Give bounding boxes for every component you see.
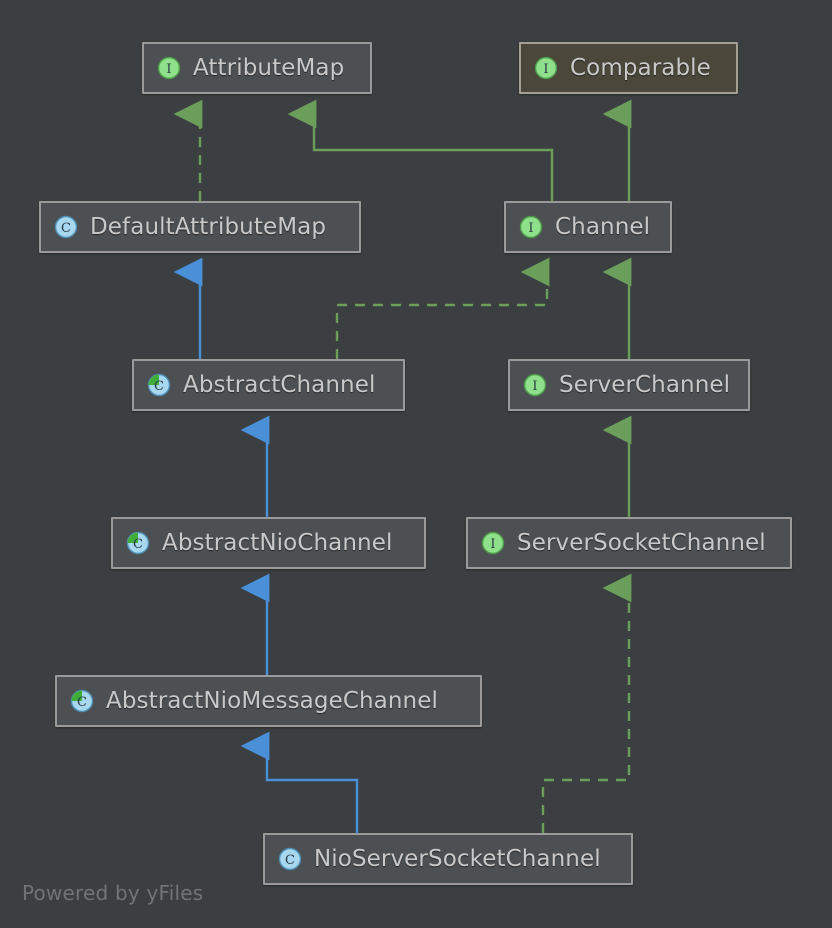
uml-node-label: ServerChannel bbox=[559, 372, 731, 398]
uml-node-defaultAttributeMap[interactable]: C DefaultAttributeMap bbox=[39, 201, 361, 253]
class-icon: C bbox=[277, 846, 303, 872]
uml-node-serverChannel[interactable]: I ServerChannel bbox=[508, 359, 750, 411]
interface-icon: I bbox=[518, 214, 544, 240]
uml-node-abstractNioMessageChannel[interactable]: C AbstractNioMessageChannel bbox=[55, 675, 482, 727]
svg-text:C: C bbox=[285, 853, 295, 868]
svg-text:I: I bbox=[166, 62, 171, 77]
svg-text:C: C bbox=[154, 379, 164, 394]
interface-icon: I bbox=[480, 530, 506, 556]
edge-nioServerSocketChannel-to-serverSocketChannel bbox=[541, 573, 632, 833]
edge-nioServerSocketChannel-to-abstractNioMessageChannel bbox=[240, 731, 359, 833]
svg-text:C: C bbox=[133, 537, 143, 552]
interface-icon: I bbox=[522, 372, 548, 398]
svg-text:C: C bbox=[61, 221, 71, 236]
interface-icon: I bbox=[156, 55, 182, 81]
class-icon: C bbox=[53, 214, 79, 240]
abstract-class-icon: C bbox=[125, 530, 151, 556]
uml-node-channel[interactable]: I Channel bbox=[504, 201, 672, 253]
uml-node-label: NioServerSocketChannel bbox=[314, 846, 601, 872]
uml-node-attributeMap[interactable]: I AttributeMap bbox=[142, 42, 372, 94]
edge-channel-to-attributeMap bbox=[287, 99, 554, 201]
interface-icon: I bbox=[533, 55, 559, 81]
abstract-class-icon: C bbox=[146, 372, 172, 398]
abstract-class-icon: C bbox=[69, 688, 95, 714]
uml-node-abstractChannel[interactable]: C AbstractChannel bbox=[132, 359, 405, 411]
yfiles-watermark: Powered by yFiles bbox=[22, 881, 204, 905]
svg-text:I: I bbox=[543, 62, 548, 77]
uml-node-comparable[interactable]: I Comparable bbox=[519, 42, 738, 94]
uml-node-label: DefaultAttributeMap bbox=[90, 214, 327, 240]
uml-node-label: AttributeMap bbox=[193, 55, 345, 81]
svg-text:I: I bbox=[490, 537, 495, 552]
uml-node-label: AbstractNioMessageChannel bbox=[106, 688, 438, 714]
uml-node-abstractNioChannel[interactable]: C AbstractNioChannel bbox=[111, 517, 426, 569]
uml-node-label: ServerSocketChannel bbox=[517, 530, 766, 556]
edge-abstractChannel-to-channel bbox=[335, 257, 550, 359]
svg-text:I: I bbox=[528, 221, 533, 236]
uml-node-serverSocketChannel[interactable]: I ServerSocketChannel bbox=[466, 517, 792, 569]
svg-text:I: I bbox=[532, 379, 537, 394]
uml-node-label: Comparable bbox=[570, 55, 711, 81]
uml-node-label: Channel bbox=[555, 214, 651, 240]
svg-text:C: C bbox=[77, 695, 87, 710]
uml-node-nioServerSocketChannel[interactable]: C NioServerSocketChannel bbox=[263, 833, 633, 885]
uml-node-label: AbstractNioChannel bbox=[162, 530, 393, 556]
uml-node-label: AbstractChannel bbox=[183, 372, 376, 398]
